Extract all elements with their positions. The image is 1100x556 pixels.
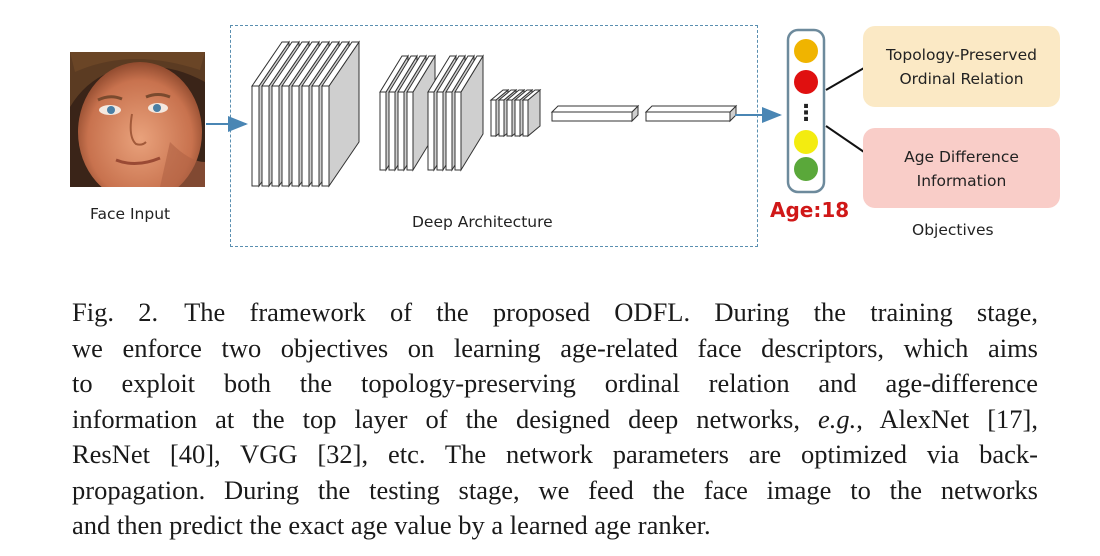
fc-layer-1: [550, 104, 640, 123]
caption-line-6: propagation. During the testing stage, w…: [72, 474, 1038, 505]
caption-line-7: and then predict the exact age value by …: [72, 510, 711, 540]
ranker-dot-orange: [794, 39, 818, 63]
age-ranker: [786, 28, 826, 194]
network-diagram: ⋮: [206, 28, 865, 194]
conv-block-3-layer: [454, 54, 484, 172]
conv-layers: [251, 40, 738, 188]
objectives-label: Objectives: [912, 221, 994, 239]
caption-line-1: Fig. 2.The framework of the proposed ODF…: [72, 297, 1038, 327]
face-input-label: Face Input: [90, 205, 171, 223]
caption-line-4: information at the top layer of the desi…: [72, 403, 1038, 434]
architecture-label: Deep Architecture: [412, 213, 553, 231]
framework-figure: Face Input Deep Architecture ⋮ Age:18 To…: [70, 25, 1060, 247]
ranker-ellipsis: ⋮: [795, 101, 817, 126]
conv-block-4-layer: [521, 88, 542, 138]
figure-number: Fig. 2.: [72, 297, 159, 327]
ranker-dot-red: [794, 70, 818, 94]
conv-block-1-layer: [321, 40, 360, 188]
fc-layer-2: [644, 104, 738, 123]
ranker-dot-yellow: [794, 130, 818, 154]
caption-line-3: to exploit both the topology-preserving …: [72, 368, 1038, 398]
caption-line-2: we enforce two objectives on learning ag…: [72, 332, 1038, 363]
connector-top: [825, 67, 865, 91]
caption-line-5: ResNet [40], VGG [32], etc. The network …: [72, 439, 1038, 469]
predicted-age: Age:18: [770, 198, 850, 222]
ranker-dot-green: [794, 157, 818, 181]
connector-bottom: [825, 125, 865, 153]
figure-caption: Fig. 2.The framework of the proposed ODF…: [72, 295, 1038, 544]
face-photo: [70, 52, 205, 187]
architecture-box: [230, 25, 758, 247]
